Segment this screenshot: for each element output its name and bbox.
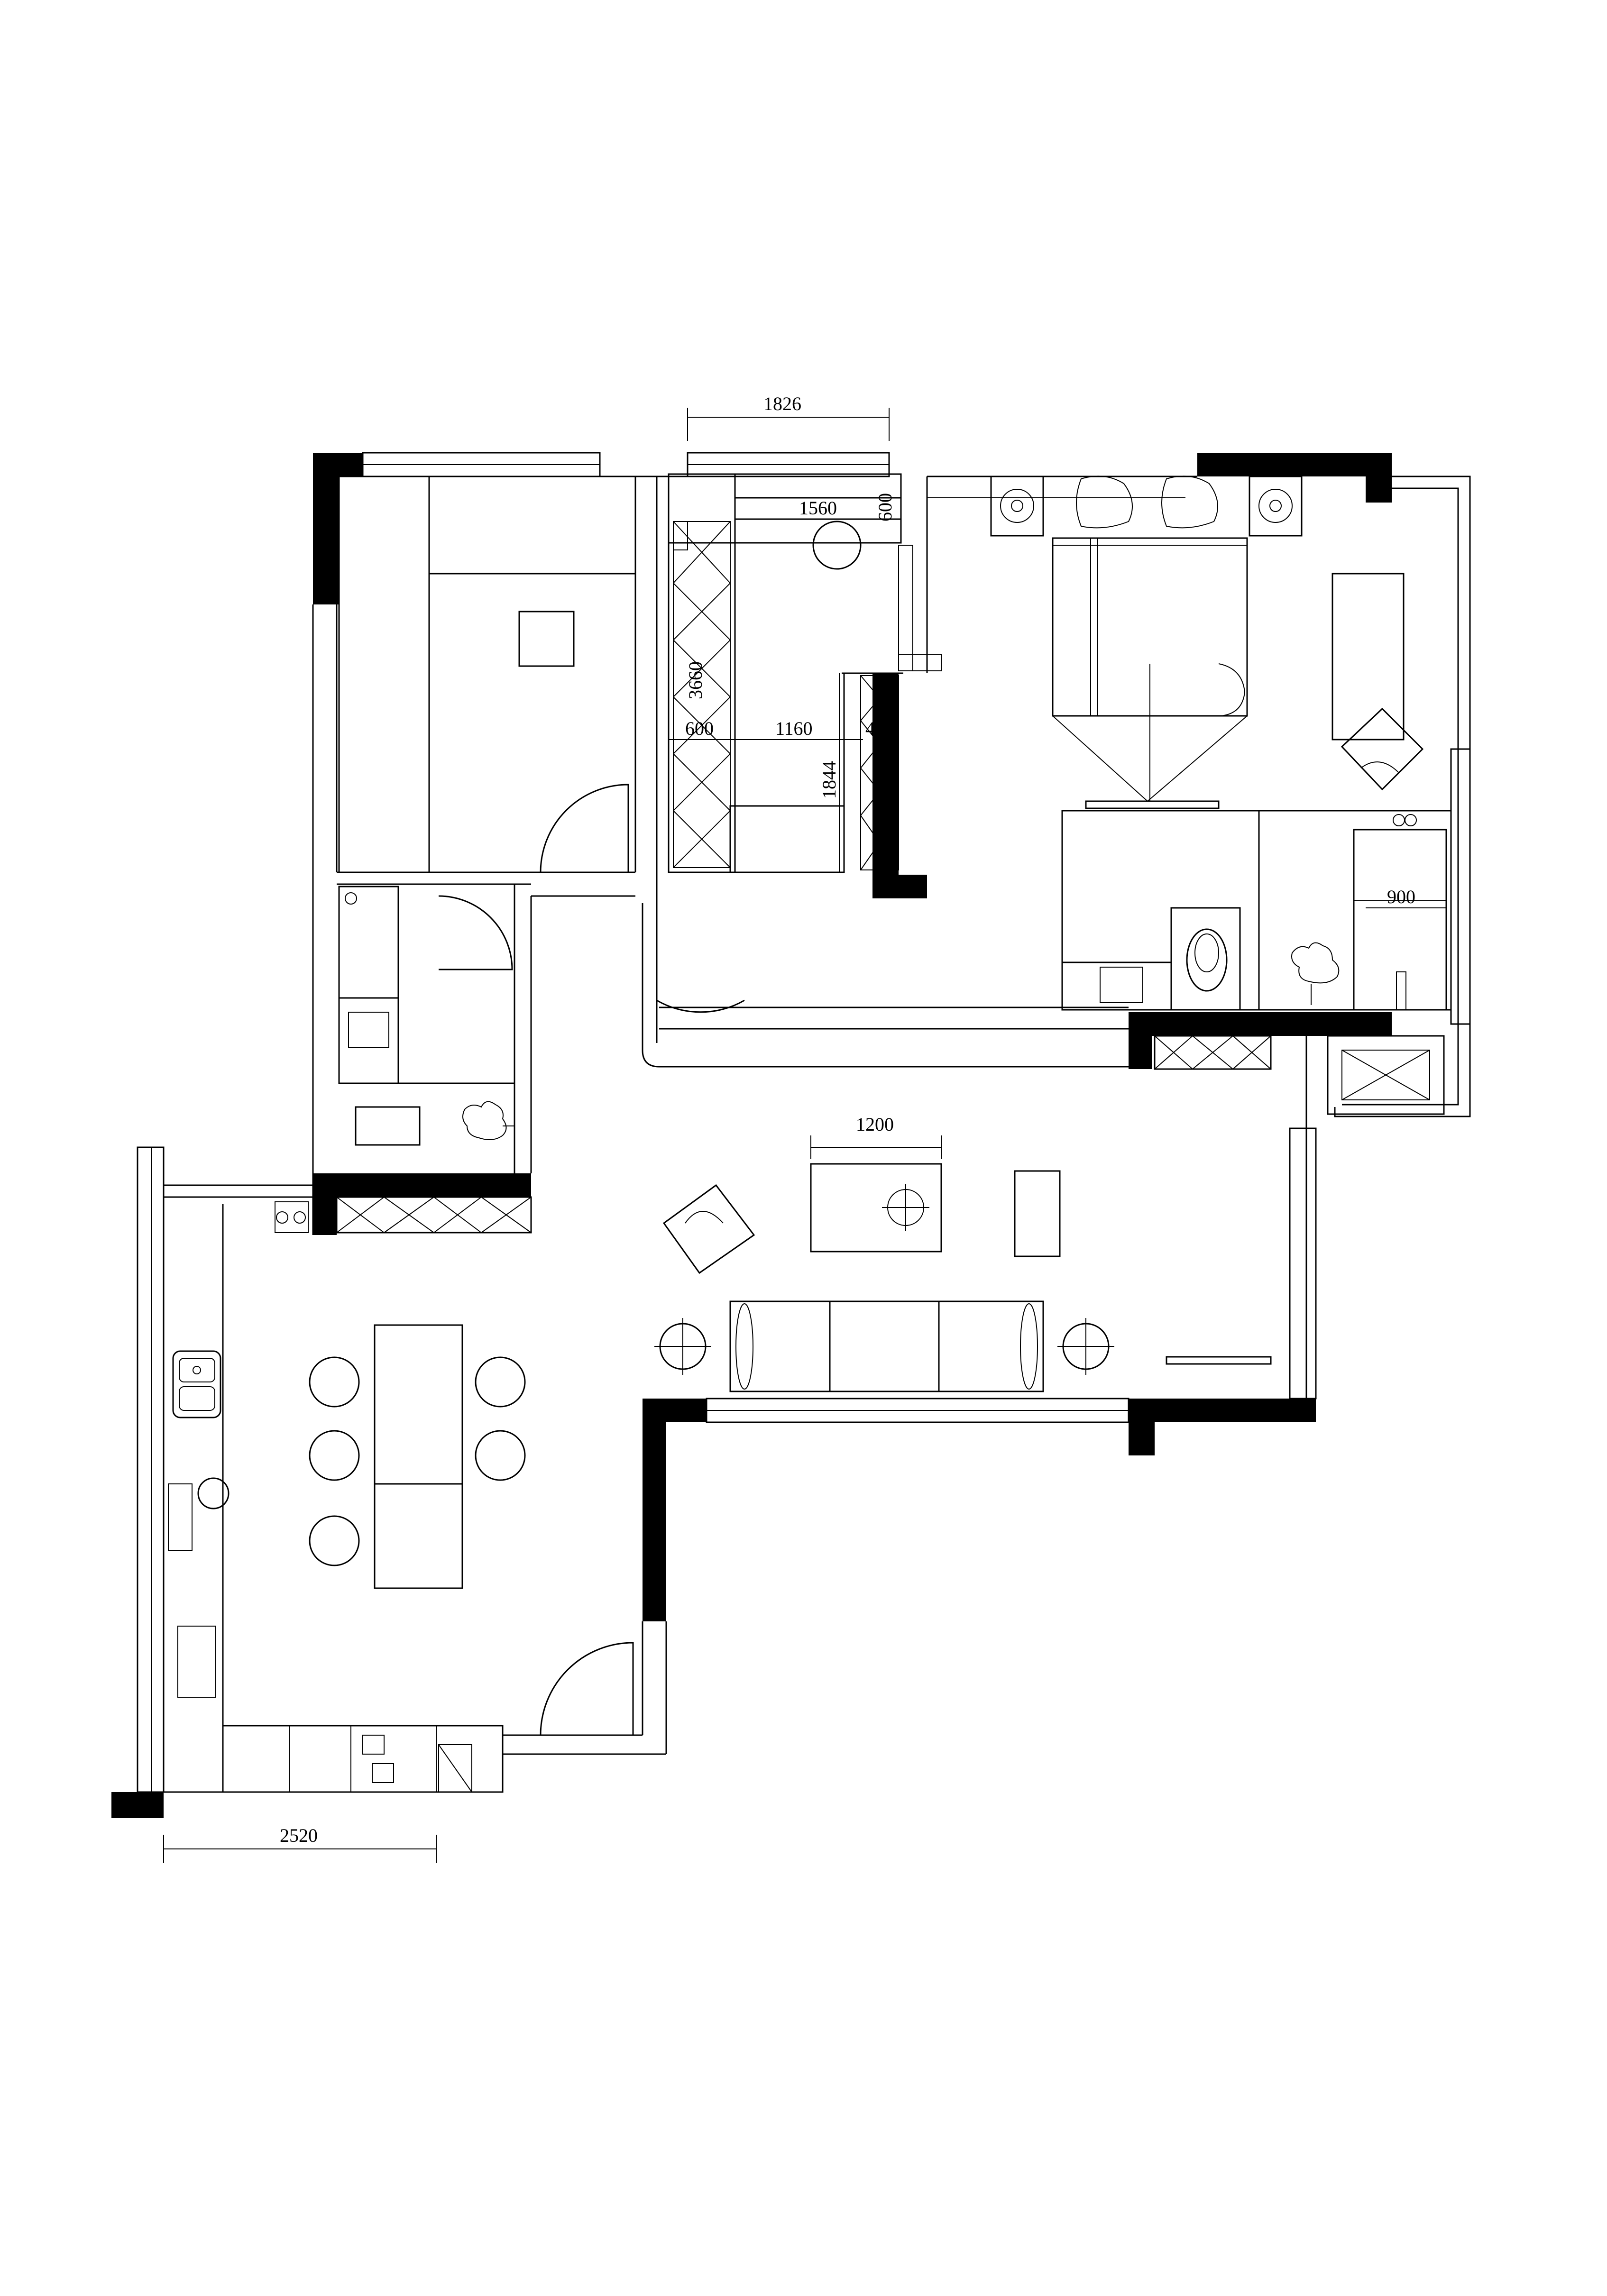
nightstand-right bbox=[1249, 476, 1303, 537]
vanity bbox=[1061, 961, 1172, 1011]
master-bedroom bbox=[927, 476, 1451, 812]
dim-kitchen-width: 2520 bbox=[280, 1825, 318, 1846]
dim-wardrobe-depth-top: 600 bbox=[874, 493, 896, 521]
dim-top-window: 1826 bbox=[763, 393, 801, 414]
structural-walls bbox=[111, 453, 1392, 1818]
side-cabinet bbox=[1014, 1170, 1061, 1257]
dim-wardrobe-depth-left: 600 bbox=[685, 718, 714, 739]
dimension-labels: 1826 1560 600 3660 600 1160 400 1844 900… bbox=[280, 393, 1415, 1846]
cooktop bbox=[177, 1626, 216, 1698]
kitchen-sink bbox=[172, 1350, 221, 1418]
dining-table bbox=[374, 1324, 463, 1589]
dining-kitchen bbox=[168, 1324, 634, 1793]
wall-outlines bbox=[137, 452, 1471, 1793]
desk bbox=[1332, 573, 1405, 741]
toilet bbox=[1170, 907, 1241, 1011]
shower bbox=[1353, 829, 1447, 1011]
dim-wardrobe-depth-right: 400 bbox=[865, 718, 894, 739]
master-bath bbox=[1061, 810, 1452, 1070]
dim-shower-width: 900 bbox=[1387, 886, 1415, 907]
dim-wardrobe-top: 1560 bbox=[799, 497, 837, 519]
living-room bbox=[654, 1163, 1272, 1392]
dim-wardrobe-side: 1844 bbox=[818, 761, 840, 799]
coffee-table bbox=[810, 1163, 942, 1253]
dim-wardrobe-gap: 1160 bbox=[775, 718, 813, 739]
dim-wardrobe-height: 3660 bbox=[685, 661, 706, 699]
bedroom-left bbox=[338, 476, 635, 873]
armchair bbox=[662, 1184, 755, 1274]
second-bath bbox=[275, 886, 532, 1234]
nightstand-left bbox=[990, 476, 1044, 537]
sofa bbox=[729, 1300, 1044, 1392]
dimension-lines bbox=[163, 408, 1446, 1863]
side-table bbox=[518, 611, 575, 667]
dim-coffee-table: 1200 bbox=[856, 1114, 894, 1135]
walk-in-closet bbox=[656, 473, 942, 1013]
